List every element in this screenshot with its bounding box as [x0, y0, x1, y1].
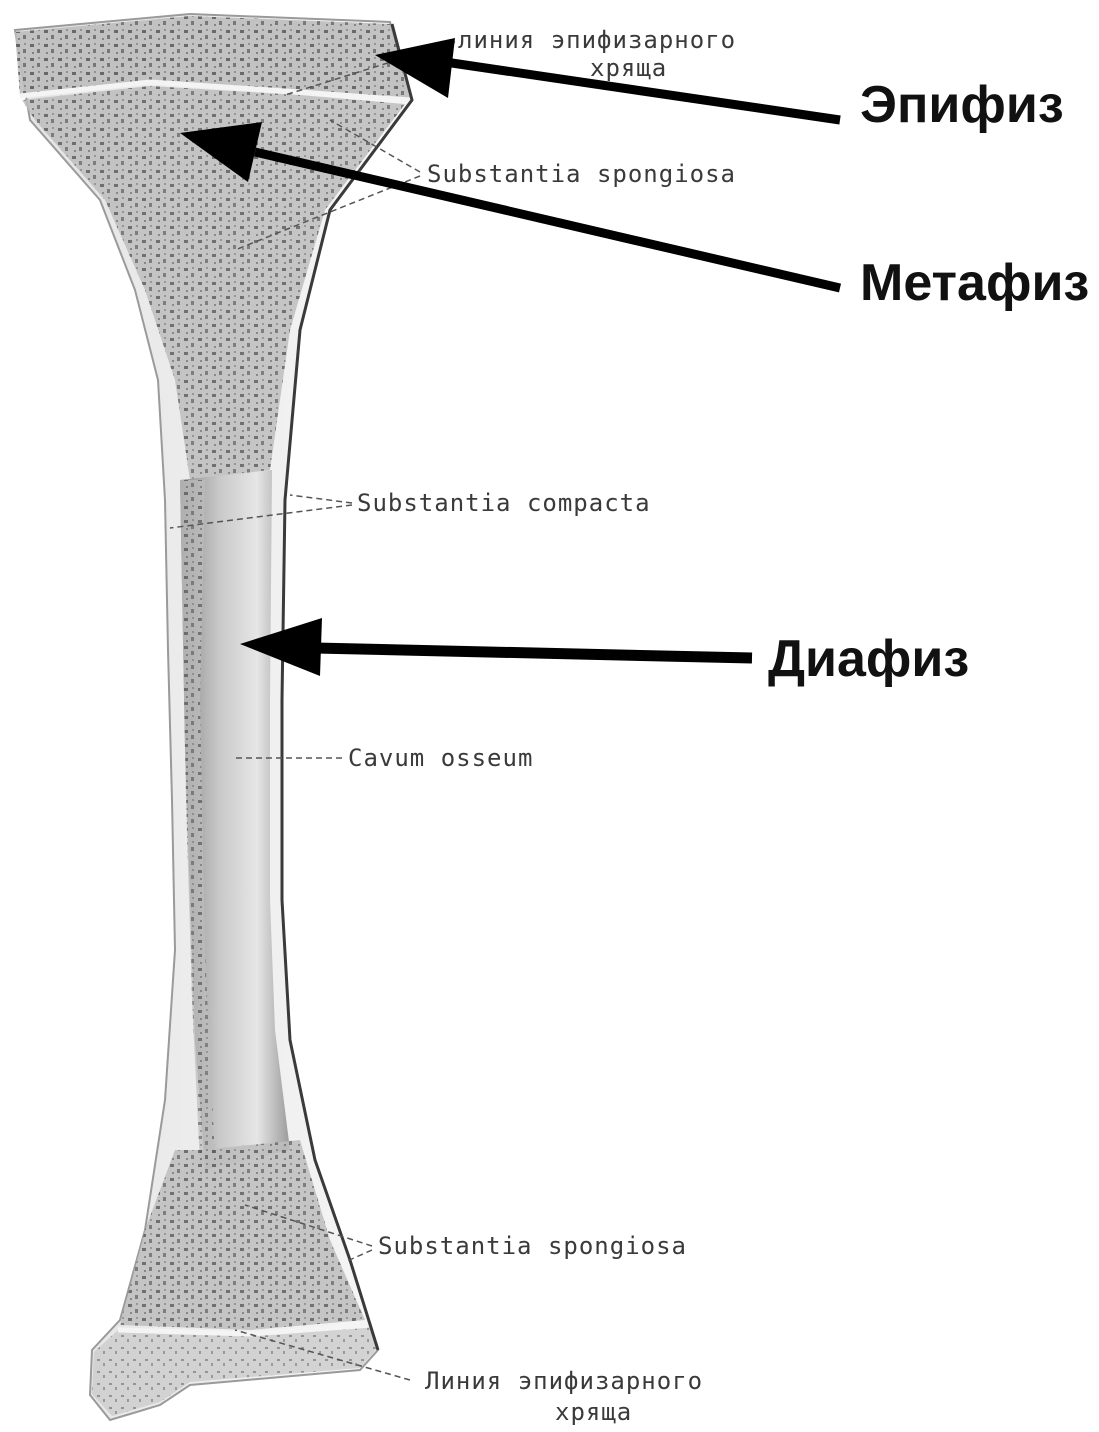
- bone-shape: [15, 14, 412, 1420]
- leader-compacta-1: [290, 495, 352, 503]
- label-epiphyseal-line-top-2: хряща: [590, 54, 667, 82]
- callout-metaphysis: Метафиз: [860, 254, 1089, 312]
- anatomical-labels: линия эпифизарного хряща Substantia spon…: [348, 26, 736, 1426]
- arrow-diaphysis: [240, 618, 752, 676]
- callout-labels: Эпифиз Метафиз Диафиз: [768, 76, 1089, 688]
- label-epiphyseal-line-top-1: линия эпифизарного: [458, 26, 736, 54]
- callout-diaphysis: Диафиз: [768, 630, 969, 688]
- label-epiphyseal-line-bottom-2: хряща: [555, 1398, 632, 1426]
- label-cavum: Cavum osseum: [348, 744, 533, 772]
- label-spongiosa-top: Substantia spongiosa: [427, 160, 736, 188]
- label-epiphyseal-line-bottom-1: Линия эпифизарного: [425, 1367, 703, 1395]
- callout-epiphysis: Эпифиз: [860, 76, 1064, 134]
- label-spongiosa-bottom: Substantia spongiosa: [378, 1232, 687, 1260]
- label-compacta: Substantia compacta: [357, 489, 651, 517]
